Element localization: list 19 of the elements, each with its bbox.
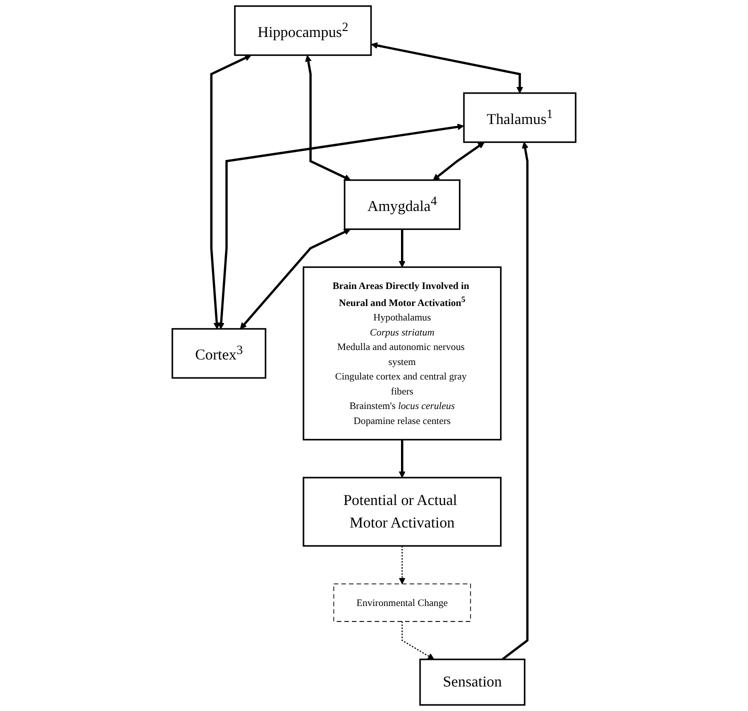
node-box: Hippocampus$^{2}$ bbox=[234, 5, 372, 56]
node-box: Environmental Change bbox=[333, 584, 471, 622]
arrow bbox=[210, 54, 252, 330]
arrow bbox=[218, 124, 464, 330]
arrow bbox=[432, 142, 485, 180]
arrow bbox=[502, 142, 529, 660]
arrow bbox=[305, 55, 351, 181]
node-box: Cortex$^{3}$ bbox=[172, 328, 266, 379]
arrow bbox=[240, 228, 351, 330]
node-box: Potential or Actual Motor Activation bbox=[302, 476, 502, 547]
arrow bbox=[398, 229, 406, 268]
node-box: Thalamus$^{1}$ bbox=[463, 92, 576, 143]
arrow bbox=[398, 546, 406, 584]
node-box: Brain Areas Directly Involved in Neural and Motor Activation$^{5}$ Hypothalamus Corpus striatum Medulla and autonomic nervous system Cingulate cortex and central gray fibers Brainstem's locus ceruleus Dopamine relase centers bbox=[302, 266, 502, 440]
arrow bbox=[398, 440, 406, 478]
arrow bbox=[402, 621, 434, 660]
node-box: Sensation bbox=[419, 658, 526, 706]
arrow bbox=[371, 42, 524, 94]
node-box: Amygdala$^{4}$ bbox=[344, 179, 460, 230]
